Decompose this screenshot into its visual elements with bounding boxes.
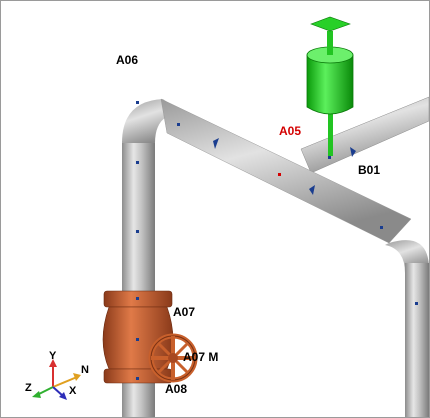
- node-marker[interactable]: [136, 230, 139, 233]
- flow-arrow-icon: [213, 138, 356, 195]
- axis-label-y: Y: [49, 350, 57, 362]
- spring-hanger-icon[interactable]: [306, 16, 354, 156]
- handwheel-icon[interactable]: [148, 333, 198, 383]
- axis-label-z: Z: [25, 382, 32, 394]
- node-marker[interactable]: [136, 161, 139, 164]
- node-label-a05[interactable]: A05: [279, 124, 302, 138]
- node-marker-selected[interactable]: [278, 173, 281, 176]
- node-marker[interactable]: [380, 226, 383, 229]
- node-marker[interactable]: [328, 156, 331, 159]
- node-marker[interactable]: [415, 302, 418, 305]
- node-marker[interactable]: [136, 338, 139, 341]
- node-label-a08[interactable]: A08: [165, 382, 188, 396]
- node-label-b01[interactable]: B01: [358, 163, 381, 177]
- node-label-a06[interactable]: A06: [116, 53, 139, 67]
- node-marker[interactable]: [136, 297, 139, 300]
- node-marker[interactable]: [136, 101, 139, 104]
- axis-label-x: X: [69, 385, 77, 397]
- node-label-a07[interactable]: A07: [173, 305, 196, 319]
- node-markers: [136, 101, 418, 380]
- node-marker[interactable]: [136, 377, 139, 380]
- axis-label-n: N: [81, 364, 89, 376]
- node-marker[interactable]: [177, 123, 180, 126]
- axis-triad-icon: [32, 359, 81, 400]
- node-label-a07m[interactable]: A07 M: [183, 350, 219, 364]
